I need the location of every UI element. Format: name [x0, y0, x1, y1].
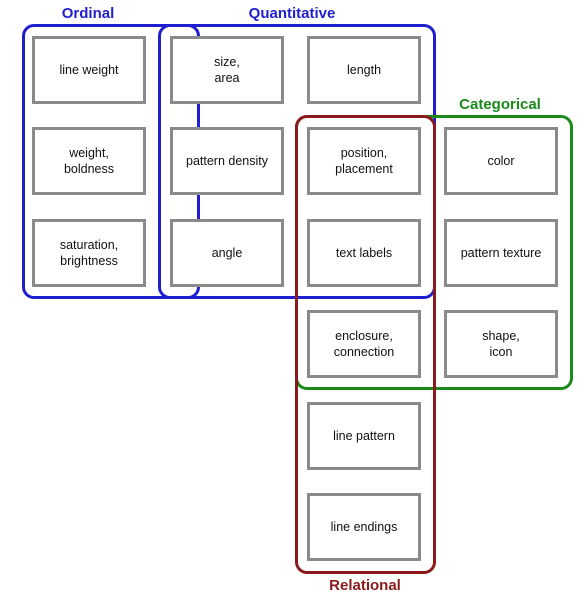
- card-color: color: [444, 127, 558, 195]
- card-line-weight: line weight: [32, 36, 146, 104]
- card-saturation-brightness: saturation, brightness: [32, 219, 146, 287]
- card-pattern-texture: pattern texture: [444, 219, 558, 287]
- card-line-endings: line endings: [307, 493, 421, 561]
- categorical-label: Categorical: [459, 96, 541, 113]
- card-size-area: size, area: [170, 36, 284, 104]
- card-shape-icon: shape, icon: [444, 310, 558, 378]
- card-enclosure-connection: enclosure, connection: [307, 310, 421, 378]
- card-text-labels: text labels: [307, 219, 421, 287]
- card-pattern-density: pattern density: [170, 127, 284, 195]
- quantitative-label: Quantitative: [248, 5, 336, 22]
- card-position-placement: position, placement: [307, 127, 421, 195]
- relational-label: Relational: [329, 577, 401, 594]
- relational-group-outline: [295, 115, 436, 574]
- card-angle: angle: [170, 219, 284, 287]
- ordinal-label: Ordinal: [61, 5, 115, 22]
- card-length: length: [307, 36, 421, 104]
- card-line-pattern: line pattern: [307, 402, 421, 470]
- card-weight-boldness: weight, boldness: [32, 127, 146, 195]
